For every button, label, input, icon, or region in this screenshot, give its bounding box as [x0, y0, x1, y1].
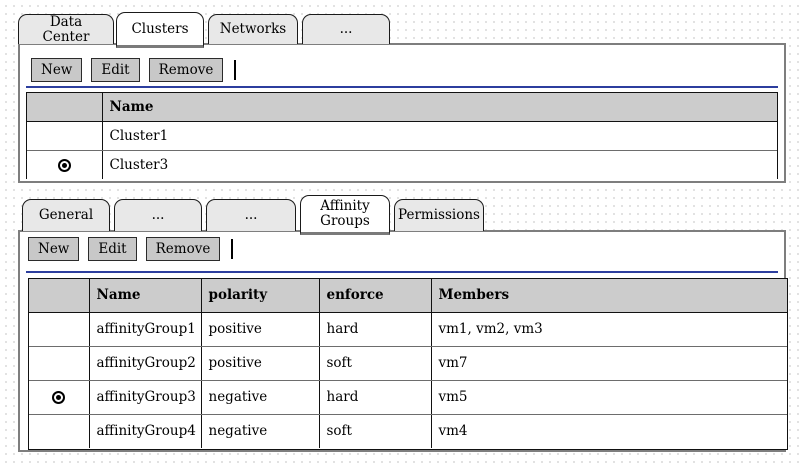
- row-select-radio[interactable]: [29, 414, 90, 448]
- subtab-affinitygroups[interactable]: Affinity Groups: [300, 195, 390, 235]
- tab-datacenter[interactable]: Data Center: [18, 14, 114, 44]
- affinity-polarity-cell: positive: [201, 346, 320, 381]
- row-select-radio[interactable]: [29, 346, 90, 381]
- affinity-toolbar-caret: [231, 239, 234, 259]
- clusters-grid-header-row: Name: [27, 93, 777, 122]
- tab-label: ...: [151, 207, 165, 224]
- row-select-radio[interactable]: [29, 380, 90, 415]
- affinity-name-cell: affinityGroup1: [89, 312, 202, 347]
- affinity-edit-button[interactable]: Edit: [88, 237, 137, 261]
- affinity-col-name: Name: [89, 279, 202, 313]
- affinity-members-cell: vm4: [431, 414, 787, 448]
- cluster-toolbar: New Edit Remove: [31, 58, 237, 82]
- tab-label: General: [38, 207, 94, 224]
- affinity-members-cell: vm7: [431, 346, 787, 381]
- affinity-polarity-cell: positive: [201, 312, 320, 347]
- affinity-enforce-cell: hard: [319, 312, 432, 347]
- affinity-members-cell: vm1, vm2, vm3: [431, 312, 787, 347]
- cluster-name-cell: Cluster1: [102, 121, 777, 151]
- cluster-remove-button[interactable]: Remove: [148, 58, 224, 82]
- subtab-more-2[interactable]: ...: [206, 199, 296, 231]
- subtab-permissions[interactable]: Permissions: [394, 199, 484, 231]
- subtab-more-1[interactable]: ...: [114, 199, 202, 231]
- radio-icon[interactable]: [57, 158, 71, 172]
- row-select-radio[interactable]: [27, 150, 103, 179]
- cluster-toolbar-caret: [234, 60, 237, 80]
- affinity-toolbar: New Edit Remove: [28, 237, 234, 261]
- affinity-toolbar-separator: [26, 271, 778, 273]
- row-select-radio[interactable]: [29, 312, 90, 347]
- radio-icon[interactable]: [52, 391, 66, 404]
- affinity-col-polarity: polarity: [201, 279, 320, 313]
- affinity-new-button[interactable]: New: [28, 237, 80, 261]
- clusters-col-name: Name: [102, 93, 777, 122]
- affinity-col-select: [29, 279, 90, 313]
- row-select-radio[interactable]: [27, 121, 103, 151]
- tab-more-3[interactable]: ...: [302, 14, 390, 44]
- tab-label: ...: [244, 207, 258, 224]
- affinity-enforce-cell: soft: [319, 346, 432, 381]
- affinity-col-enforce: enforce: [319, 279, 432, 313]
- affinity-polarity-cell: negative: [201, 414, 320, 448]
- cluster-new-button[interactable]: New: [31, 58, 83, 82]
- affinity-col-members: Members: [431, 279, 787, 313]
- tab-clusters[interactable]: Clusters: [116, 12, 204, 48]
- tab-label: ...: [339, 21, 353, 38]
- affinity-enforce-cell: soft: [319, 414, 432, 448]
- tab-networks[interactable]: Networks: [208, 14, 298, 44]
- cluster-edit-button[interactable]: Edit: [91, 58, 140, 82]
- tab-label: Clusters: [131, 20, 189, 37]
- affinity-name-cell: affinityGroup3: [89, 380, 202, 415]
- tab-label: Permissions: [398, 207, 480, 224]
- cluster-name-cell: Cluster3: [102, 150, 777, 179]
- table-row[interactable]: Cluster1: [27, 121, 777, 151]
- table-row[interactable]: Cluster3: [27, 150, 777, 179]
- tab-label: Affinity Groups: [320, 198, 370, 229]
- affinity-name-cell: affinityGroup2: [89, 346, 202, 381]
- affinity-remove-button[interactable]: Remove: [145, 237, 221, 261]
- clusters-col-select: [27, 93, 103, 122]
- affinity-grid-header-row: Name polarity enforce Members: [29, 279, 787, 313]
- cluster-toolbar-separator: [26, 86, 778, 88]
- affinity-groups-grid: Name polarity enforce Members affinityGr…: [28, 278, 788, 450]
- tab-label: Data Center: [42, 13, 90, 45]
- affinity-polarity-cell: negative: [201, 380, 320, 415]
- affinity-name-cell: affinityGroup4: [89, 414, 202, 448]
- affinity-enforce-cell: hard: [319, 380, 432, 415]
- tab-label: Networks: [219, 21, 287, 38]
- subtab-general[interactable]: General: [22, 199, 110, 231]
- affinity-members-cell: vm5: [431, 380, 787, 415]
